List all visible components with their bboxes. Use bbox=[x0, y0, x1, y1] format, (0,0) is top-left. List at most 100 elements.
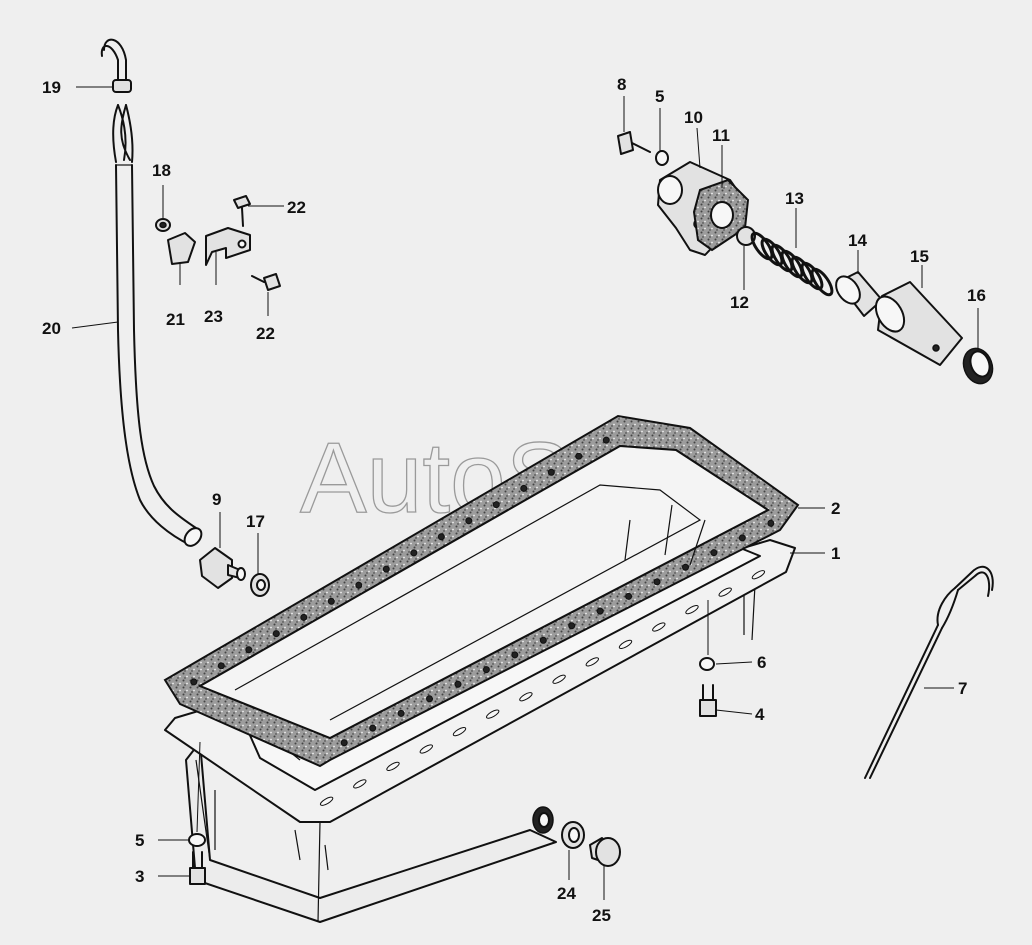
bolt-8 bbox=[617, 131, 651, 155]
callout-13: 13 bbox=[785, 189, 804, 208]
bolt-hole bbox=[369, 724, 377, 732]
callout-1: 1 bbox=[831, 544, 840, 563]
bolt-hole bbox=[547, 468, 555, 476]
callout-3: 3 bbox=[135, 867, 144, 886]
bolt-hole bbox=[437, 533, 445, 541]
bolt-hole bbox=[300, 613, 308, 621]
callout-20: 20 bbox=[42, 319, 61, 338]
callout-22-bottom: 22 bbox=[256, 324, 275, 343]
callout-4: 4 bbox=[755, 705, 765, 724]
seal-ring-16 bbox=[962, 347, 994, 385]
bolt-hole bbox=[410, 549, 418, 557]
bolt-hole bbox=[718, 587, 732, 597]
bolt-hole bbox=[340, 739, 348, 747]
callout-14: 14 bbox=[848, 231, 867, 250]
bolt-hole bbox=[382, 565, 390, 573]
bolt-hole bbox=[625, 592, 633, 600]
bolt-hole bbox=[386, 761, 400, 772]
bolt-hole bbox=[738, 534, 746, 542]
bolt-hole bbox=[539, 636, 547, 644]
callouts: 19 20 18 21 23 22 22 9 17 8 5 10 11 12 1… bbox=[42, 75, 986, 925]
bolt-hole bbox=[482, 666, 490, 674]
valve-sleeve bbox=[874, 281, 963, 366]
washer-6 bbox=[699, 657, 715, 671]
bolt-hole bbox=[419, 744, 433, 754]
leader-lines bbox=[71, 86, 979, 900]
washer-17 bbox=[250, 573, 270, 597]
callout-5-top: 5 bbox=[655, 87, 664, 106]
valve-ball bbox=[736, 226, 756, 246]
bolt-hole bbox=[520, 484, 528, 492]
bolt-hole bbox=[552, 674, 566, 684]
bolt-3 bbox=[189, 851, 206, 885]
washer-5-bottom bbox=[188, 833, 206, 847]
valve-spring bbox=[750, 231, 834, 297]
callout-16: 16 bbox=[967, 286, 986, 305]
callout-19: 19 bbox=[42, 78, 61, 97]
bolt-hole bbox=[653, 578, 661, 586]
bolt-hole bbox=[575, 452, 583, 460]
bolt-hole bbox=[492, 501, 500, 509]
valve-plunger bbox=[835, 271, 883, 317]
housing-gasket bbox=[692, 178, 750, 252]
callout-24: 24 bbox=[557, 884, 576, 903]
bolt-hole bbox=[767, 519, 775, 527]
callout-5-bottom: 5 bbox=[135, 831, 144, 850]
callout-12: 12 bbox=[730, 293, 749, 312]
bolt-hole bbox=[682, 563, 689, 571]
dipstick-7 bbox=[864, 565, 994, 779]
bolt-hole bbox=[585, 657, 599, 667]
callout-2: 2 bbox=[831, 499, 840, 518]
bolt-hole bbox=[519, 692, 533, 702]
drain-boss bbox=[532, 806, 554, 834]
drain-plug-25 bbox=[589, 837, 621, 867]
washer-24 bbox=[561, 821, 585, 849]
bolt-hole bbox=[217, 662, 225, 670]
callout-9: 9 bbox=[212, 490, 221, 509]
bolt-hole bbox=[602, 436, 610, 444]
bolt-hole bbox=[245, 646, 253, 654]
callout-25: 25 bbox=[592, 906, 611, 925]
callout-21: 21 bbox=[166, 310, 185, 329]
bolt-hole bbox=[452, 726, 467, 737]
gasket-holes bbox=[190, 436, 775, 747]
bolt-hole bbox=[454, 680, 462, 688]
bolt-hole bbox=[511, 651, 519, 659]
bolt-hole bbox=[465, 517, 473, 525]
callout-11: 11 bbox=[712, 126, 730, 145]
bolt-hole bbox=[426, 695, 433, 703]
callout-23: 23 bbox=[204, 307, 223, 326]
bolt-hole bbox=[397, 709, 405, 717]
callout-6: 6 bbox=[757, 653, 766, 672]
callout-17: 17 bbox=[246, 512, 265, 531]
callout-15: 15 bbox=[910, 247, 929, 266]
bolt-hole bbox=[710, 549, 718, 557]
oil-pan-gasket bbox=[163, 414, 800, 768]
dipstick-handle bbox=[100, 38, 134, 163]
callout-7: 7 bbox=[958, 679, 967, 698]
bolt-hole bbox=[685, 604, 699, 615]
bolt-hole bbox=[618, 639, 633, 650]
bolt-hole bbox=[327, 597, 335, 605]
callout-22-top: 22 bbox=[287, 198, 306, 217]
bolt-hole bbox=[652, 622, 666, 632]
bolt-hole bbox=[751, 570, 766, 580]
callout-10: 10 bbox=[684, 108, 703, 127]
dipstick-tube bbox=[115, 164, 203, 547]
bolt-hole bbox=[190, 678, 198, 686]
tube-fitting bbox=[199, 547, 246, 589]
callout-8: 8 bbox=[617, 75, 626, 94]
spring-coil bbox=[810, 267, 834, 297]
bolt-hole bbox=[486, 709, 500, 719]
washer-5-top bbox=[655, 150, 669, 166]
bolt-hole bbox=[568, 622, 576, 630]
bolt-hole bbox=[272, 630, 280, 638]
bolt-hole bbox=[353, 779, 367, 789]
bolt-hole bbox=[596, 607, 604, 615]
bolt-4 bbox=[699, 684, 717, 717]
bracket-assembly bbox=[155, 195, 281, 291]
callout-18: 18 bbox=[152, 161, 171, 180]
bolt-hole bbox=[319, 796, 334, 806]
bolt-hole bbox=[355, 581, 363, 589]
